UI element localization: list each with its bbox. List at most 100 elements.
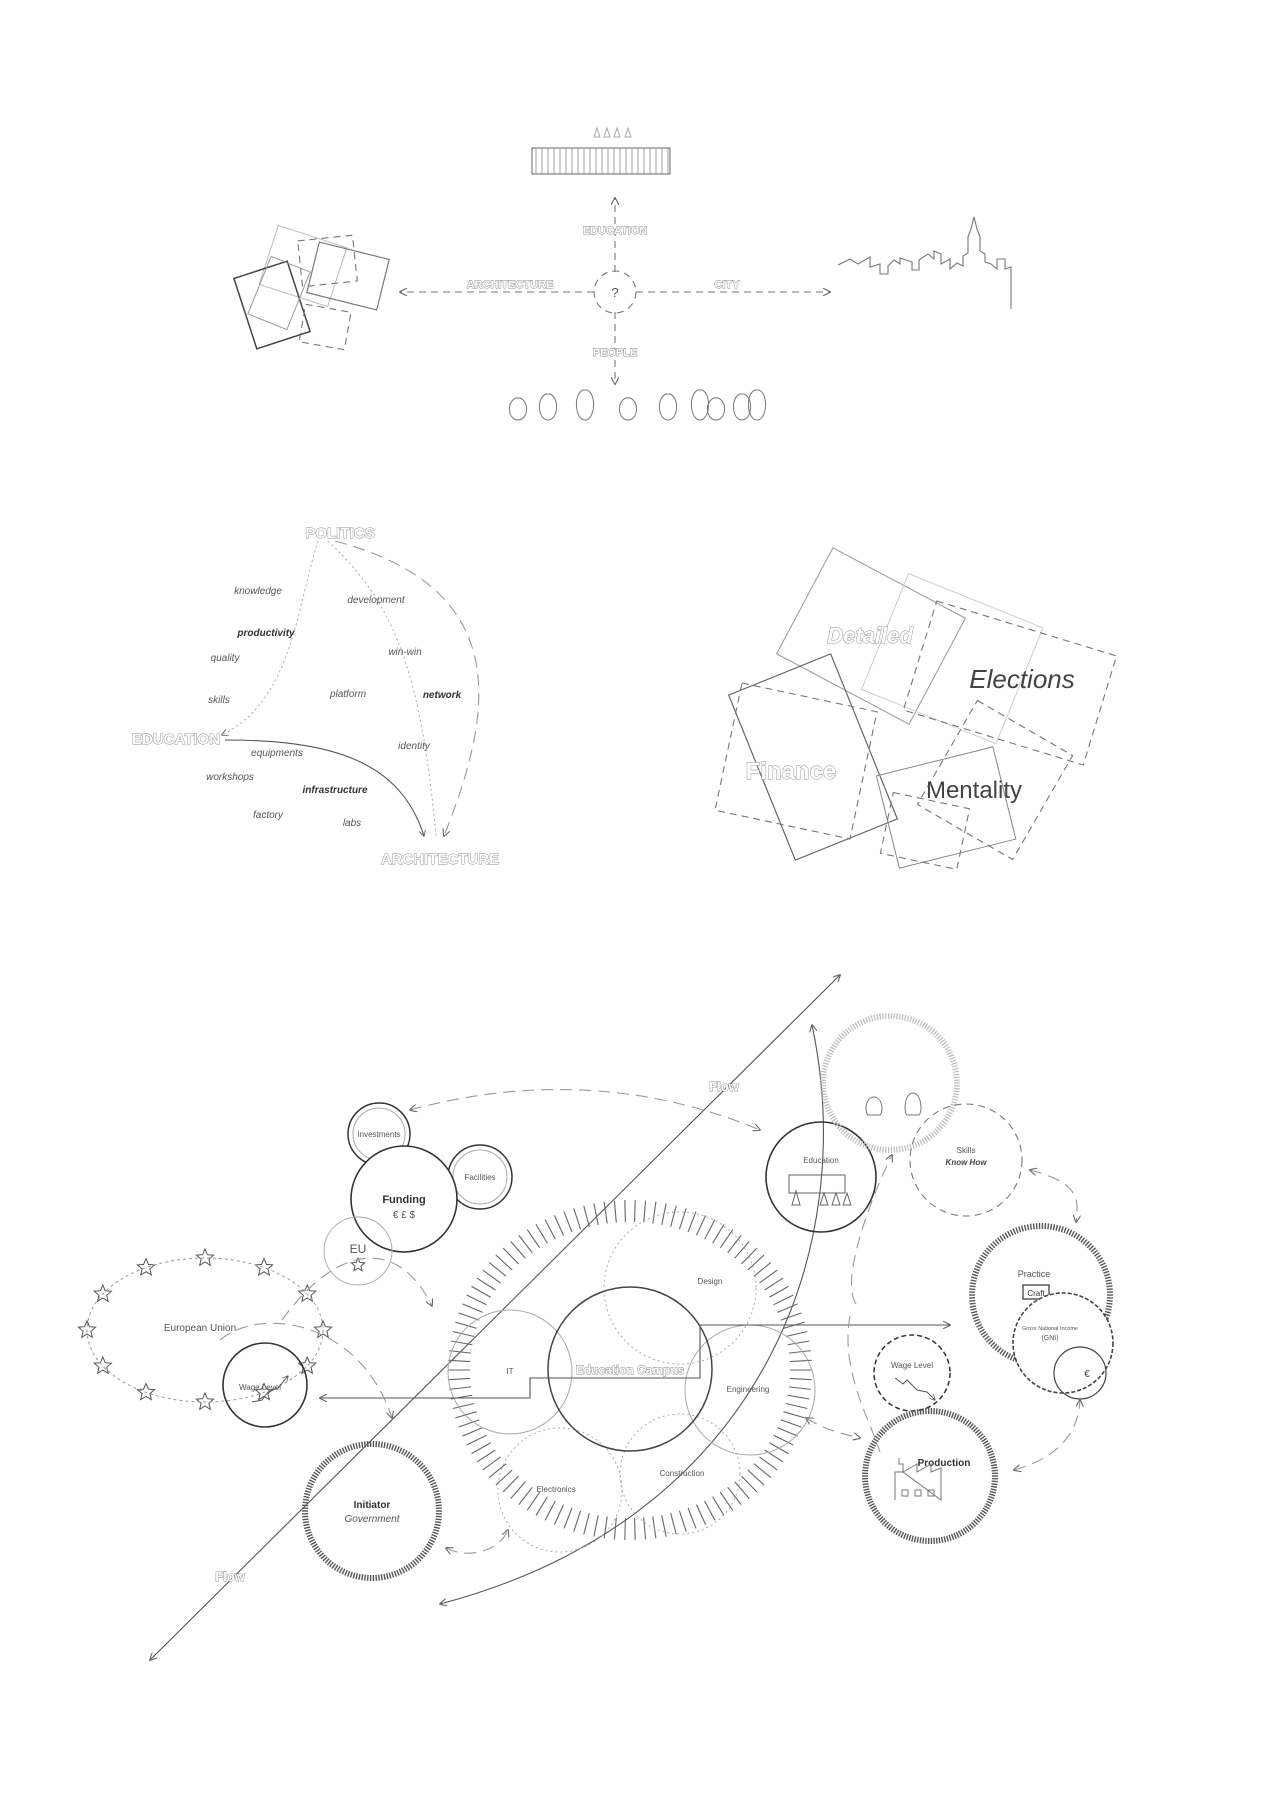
politics-to-architecture-arrow — [334, 540, 480, 836]
production-label: Production — [918, 1458, 971, 1469]
initiator-title: Initiator — [354, 1500, 391, 1511]
network-word: win-win — [388, 647, 422, 658]
eu-star-icon — [77, 1319, 97, 1339]
frame-label-detailed: Detailed — [827, 623, 913, 648]
network-word: factory — [253, 810, 284, 821]
network-word: infrastructure — [302, 785, 367, 796]
frame-label-mentality: Mentality — [926, 777, 1022, 804]
sector-label-electronics: Electronics — [536, 1485, 575, 1494]
skills-circle — [909, 1103, 1023, 1217]
people-pair-icon — [865, 1092, 922, 1116]
network-word: productivity — [236, 628, 295, 639]
network-word: skills — [208, 695, 230, 706]
eu-star-icon — [92, 1355, 113, 1375]
wage-level-right-circle — [873, 1334, 951, 1412]
wage-flow-line — [320, 1325, 950, 1398]
campus-building-icon — [531, 126, 671, 175]
eu-star-icon — [195, 1391, 215, 1411]
funding-education-arrow — [410, 1088, 760, 1130]
flow-label-top: Flow — [709, 1079, 739, 1094]
skills-title: Skills — [957, 1146, 976, 1155]
wage-rise-icon — [251, 1376, 288, 1403]
frame-label-elections: Elections — [969, 664, 1075, 694]
network-word: knowledge — [234, 586, 282, 597]
campus-label: Education Campus — [576, 1363, 685, 1377]
frames-diagram: Detailed Elections Finance Mentality — [714, 547, 1118, 871]
center-question-mark: ? — [611, 285, 618, 300]
eu-star-icon — [350, 1256, 366, 1272]
network-word: platform — [329, 689, 366, 700]
sector-label-construction: Construction — [660, 1469, 705, 1478]
initiator-campus-arrow — [446, 1530, 508, 1553]
production-gni-arrow — [1014, 1400, 1080, 1470]
practice-title: Practice — [1018, 1269, 1051, 1279]
european-union-label: European Union — [164, 1323, 236, 1334]
initiator-subtitle: Government — [344, 1514, 400, 1525]
funding-circle — [350, 1145, 458, 1253]
eu-circle — [323, 1216, 393, 1286]
frame-label-finance: Finance — [746, 758, 837, 785]
eu-label: EU — [350, 1242, 367, 1256]
top-axis-diagram: ? EDUCATION ARCHITECTURE CITY PEOPLE — [232, 126, 1012, 421]
network-word: equipments — [251, 748, 303, 759]
gni-euro-symbol: € — [1084, 1369, 1090, 1380]
eu-star-icon — [136, 1382, 156, 1401]
flow-axis-line — [150, 975, 840, 1660]
eu-star-icon — [297, 1283, 318, 1303]
sector-design — [603, 1211, 757, 1365]
funding-title: Funding — [382, 1194, 425, 1206]
center-circle — [593, 270, 637, 314]
network-word: network — [423, 690, 462, 701]
sector-construction — [619, 1413, 741, 1535]
node-education: EDUCATION — [132, 731, 220, 748]
architecture-frames-icon — [232, 224, 390, 351]
skills-subtitle: Know How — [946, 1158, 988, 1167]
education-skills-arrow — [851, 1155, 892, 1305]
education-circle — [765, 1121, 877, 1233]
education-to-architecture-arrow — [224, 739, 424, 836]
gni-line1: Gross National Income — [1022, 1326, 1078, 1332]
campus-production-arrow — [806, 1418, 860, 1438]
sector-label-design: Design — [698, 1277, 723, 1286]
classroom-icon — [788, 1174, 852, 1206]
people-hatched-ring — [820, 1013, 960, 1153]
eu-star-icon — [92, 1283, 113, 1303]
wage-level-right-label: Wage Level — [891, 1361, 933, 1370]
skills-practice-arrow — [1030, 1170, 1077, 1222]
axis-label-education: EDUCATION — [583, 225, 648, 237]
sector-label-engineering: Engineering — [727, 1385, 770, 1394]
factory-icon — [894, 1458, 942, 1501]
eu-star-icon — [313, 1319, 333, 1339]
investments-label: Investments — [357, 1130, 400, 1139]
initiator-hatched-ring — [302, 1441, 442, 1581]
politics-to-education-arrow — [222, 540, 319, 735]
funding-currencies: € £ $ — [393, 1210, 416, 1221]
craft-cart-icon — [1022, 1284, 1050, 1300]
axis-label-city: CITY — [714, 279, 740, 291]
eu-star-icon — [195, 1247, 215, 1267]
axis-label-architecture: ARCHITECTURE — [467, 279, 554, 291]
axis-label-people: PEOPLE — [593, 347, 638, 359]
gni-euro-circle — [1053, 1346, 1107, 1400]
wage-level-left-circle — [222, 1342, 308, 1428]
network-diagram: POLITICS EDUCATION ARCHITECTURE knowledg… — [132, 525, 500, 869]
eu-initiator-arrow — [219, 1322, 392, 1418]
network-word: development — [347, 595, 405, 606]
sector-label-it: IT — [506, 1367, 513, 1376]
education-label: Education — [803, 1156, 839, 1165]
network-word: quality — [211, 653, 241, 664]
wage-fall-icon — [894, 1377, 935, 1400]
wage-level-left-label: Wage Level — [239, 1383, 281, 1392]
eu-star-icon — [254, 1257, 274, 1276]
network-word: workshops — [206, 772, 254, 783]
network-word: identity — [398, 741, 431, 752]
node-architecture: ARCHITECTURE — [381, 851, 499, 868]
ecosystem-diagram: Flow Flow Education Campus Design IT Eng… — [77, 975, 1114, 1660]
node-politics: POLITICS — [305, 525, 374, 542]
production-hatched-ring — [862, 1408, 998, 1544]
people-figures-icon — [509, 389, 766, 421]
flow-label-bottom: Flow — [215, 1569, 245, 1584]
network-word: labs — [343, 818, 361, 829]
politics-to-architecture-line — [327, 540, 437, 837]
